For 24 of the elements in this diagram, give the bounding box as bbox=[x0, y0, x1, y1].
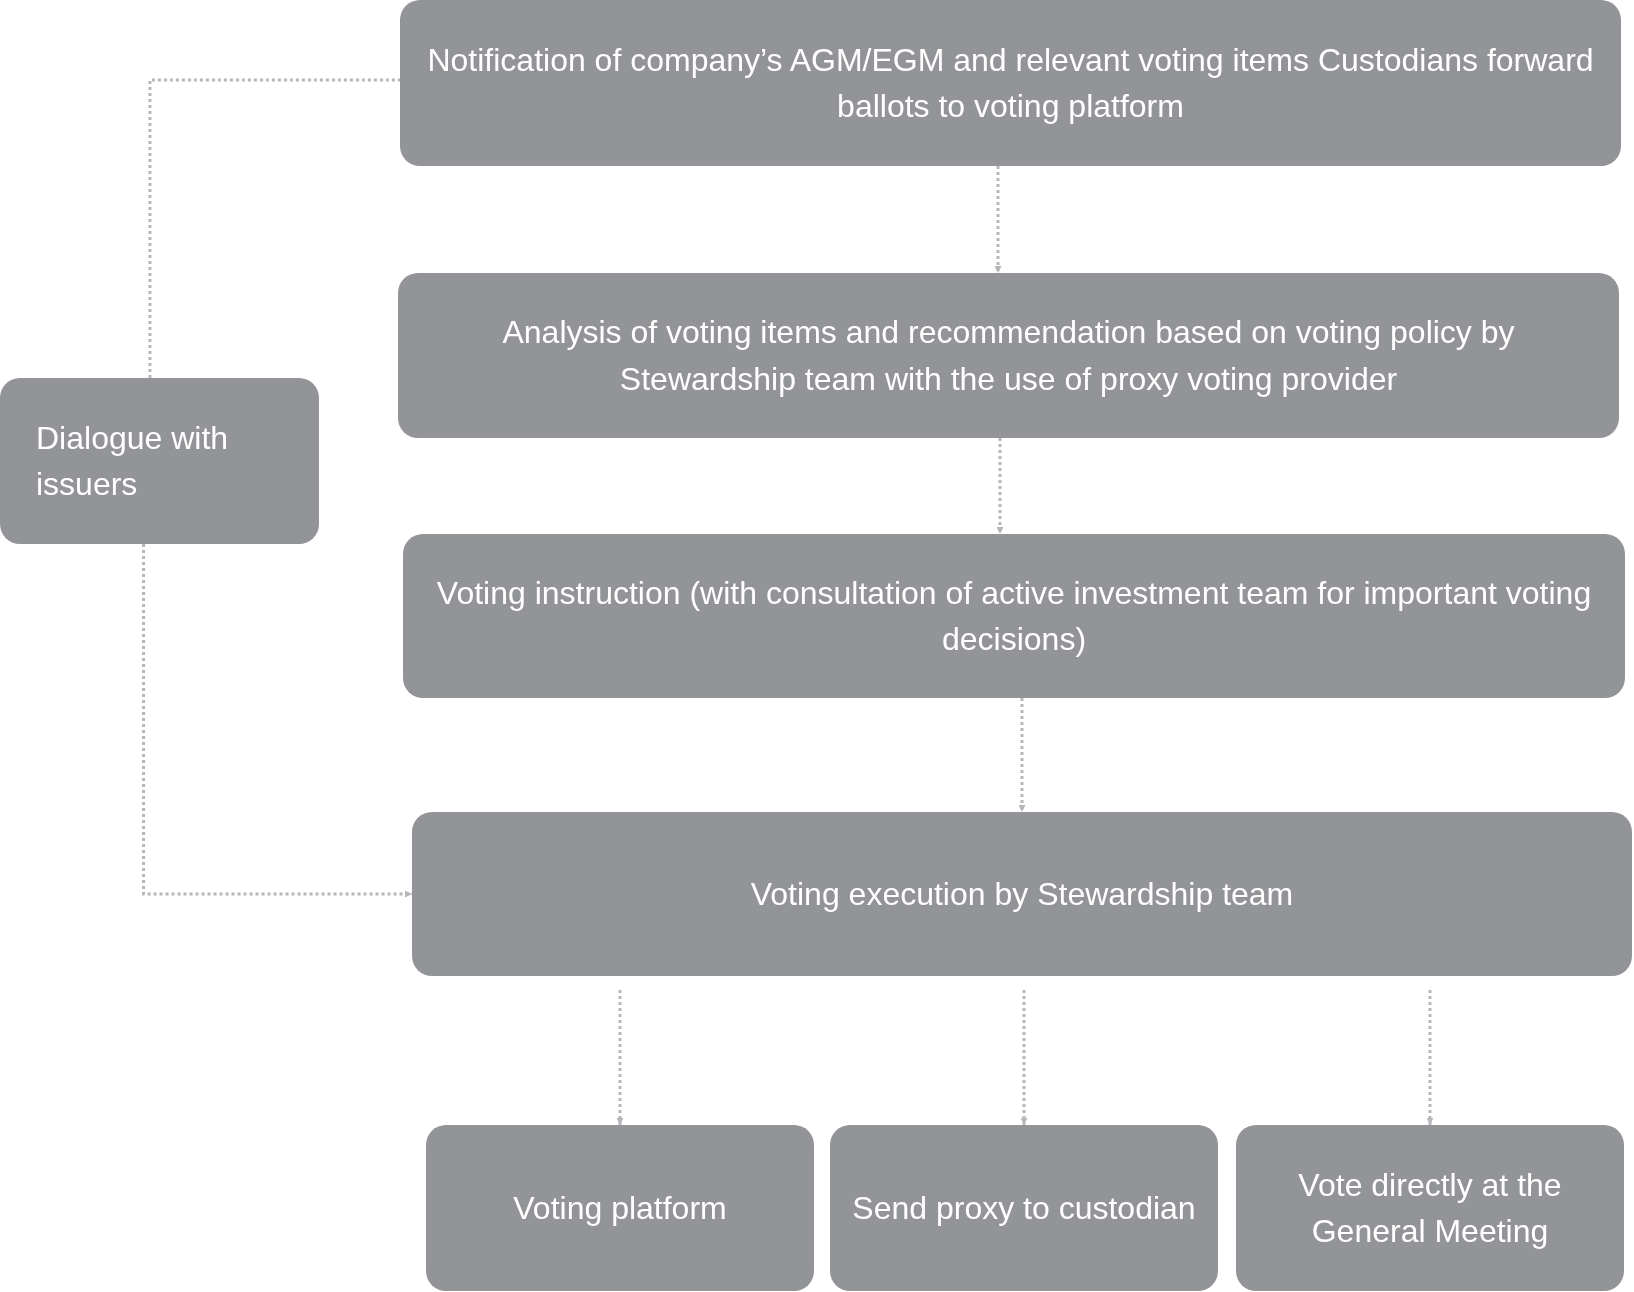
arrow bbox=[616, 990, 624, 1125]
connector-line bbox=[148, 78, 400, 378]
box-label: Notification of company’s AGM/EGM and relevant voting items Custodians forward ballots to voting platform bbox=[426, 40, 1595, 126]
process-box bbox=[400, 0, 1621, 166]
box-label: Analysis of voting items and recommendation based on voting policy by Stewardship team with the use of proxy voting provider bbox=[501, 313, 1516, 399]
arrow bbox=[1426, 990, 1434, 1125]
box-label: Vote directly at the General Meeting bbox=[1297, 1165, 1563, 1251]
process-box bbox=[412, 812, 1632, 976]
box-label: Send proxy to custodian bbox=[852, 1188, 1196, 1228]
process-box bbox=[398, 273, 1619, 438]
process-box bbox=[403, 534, 1625, 698]
process-box bbox=[426, 1125, 814, 1291]
arrow bbox=[996, 438, 1004, 534]
box-label: Voting execution by Stewardship team bbox=[750, 874, 1294, 914]
process-box bbox=[1236, 1125, 1624, 1291]
box-label: Voting instruction (with consultation of active investment team for important voting decisions) bbox=[435, 573, 1593, 659]
arrow bbox=[142, 544, 412, 898]
arrow bbox=[994, 166, 1002, 273]
box-label: Voting platform bbox=[513, 1188, 727, 1228]
arrow bbox=[1018, 698, 1026, 812]
arrow bbox=[1020, 990, 1028, 1125]
box-label: Dialogue with issuers bbox=[36, 418, 230, 504]
process-box bbox=[830, 1125, 1218, 1291]
process-box bbox=[0, 378, 319, 544]
